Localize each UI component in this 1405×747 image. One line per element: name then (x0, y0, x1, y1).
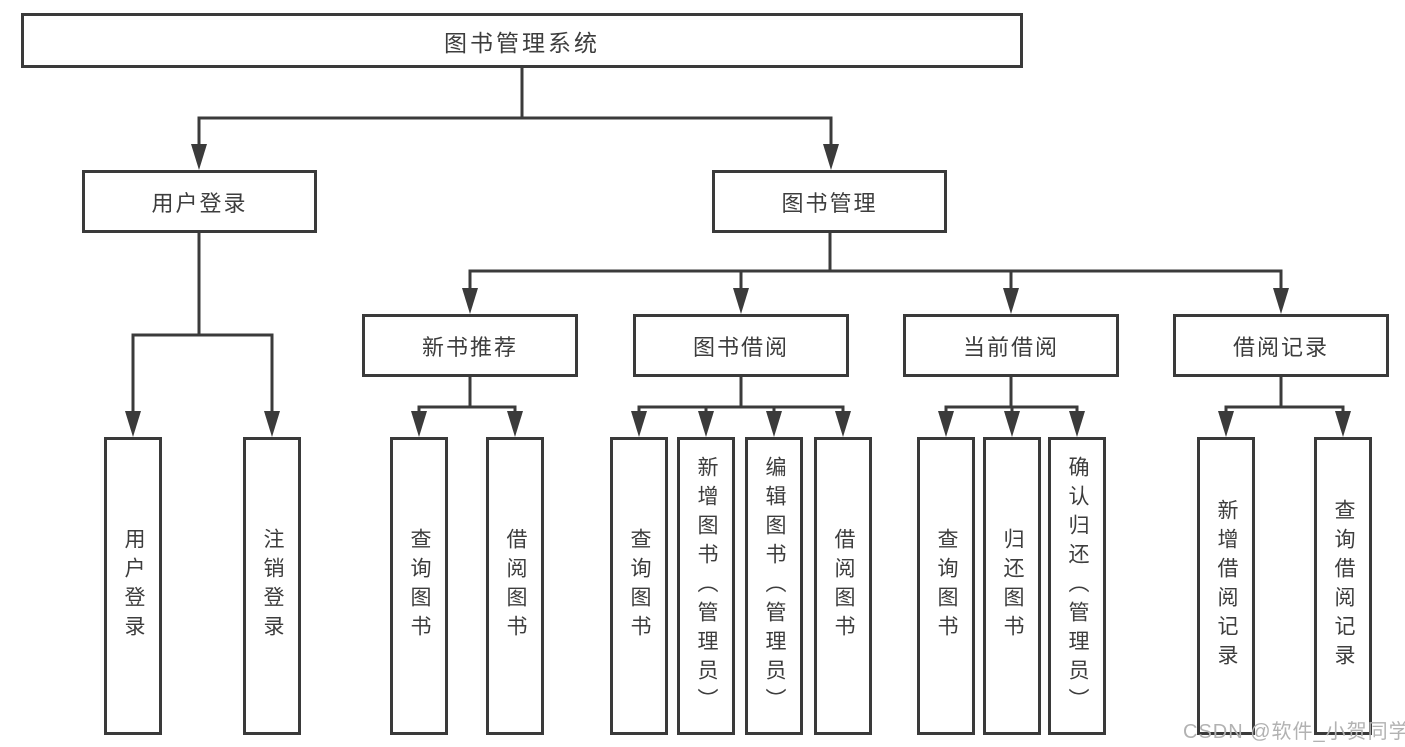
leaf-edit-book-admin: 编辑图书（管理员） (745, 437, 803, 735)
leaf-add-borrow-record: 新增借阅记录 (1197, 437, 1255, 735)
node-user-login: 用户登录 (82, 170, 317, 233)
leaf-return-book: 归还图书 (983, 437, 1041, 735)
node-root: 图书管理系统 (21, 13, 1023, 68)
leaf-query-books-recommend: 查询图书 (390, 437, 448, 735)
leaf-user-login: 用户登录 (104, 437, 162, 735)
node-book-management: 图书管理 (712, 170, 947, 233)
node-borrowing-records: 借阅记录 (1173, 314, 1389, 377)
arrowhead-icons (125, 144, 1351, 437)
leaf-borrow-books-borrowing: 借阅图书 (814, 437, 872, 735)
node-new-book-recommend: 新书推荐 (362, 314, 578, 377)
leaf-borrow-books-recommend: 借阅图书 (486, 437, 544, 735)
watermark: CSDN @软件_小贺同学 (1183, 721, 1405, 743)
leaf-query-borrow-record: 查询借阅记录 (1314, 437, 1372, 735)
node-book-borrowing: 图书借阅 (633, 314, 849, 377)
leaf-logout: 注销登录 (243, 437, 301, 735)
leaf-query-books-current: 查询图书 (917, 437, 975, 735)
leaf-query-books-borrowing: 查询图书 (610, 437, 668, 735)
leaf-add-book-admin: 新增图书（管理员） (677, 437, 735, 735)
node-current-borrowing: 当前借阅 (903, 314, 1119, 377)
leaf-confirm-return-admin: 确认归还（管理员） (1048, 437, 1106, 735)
